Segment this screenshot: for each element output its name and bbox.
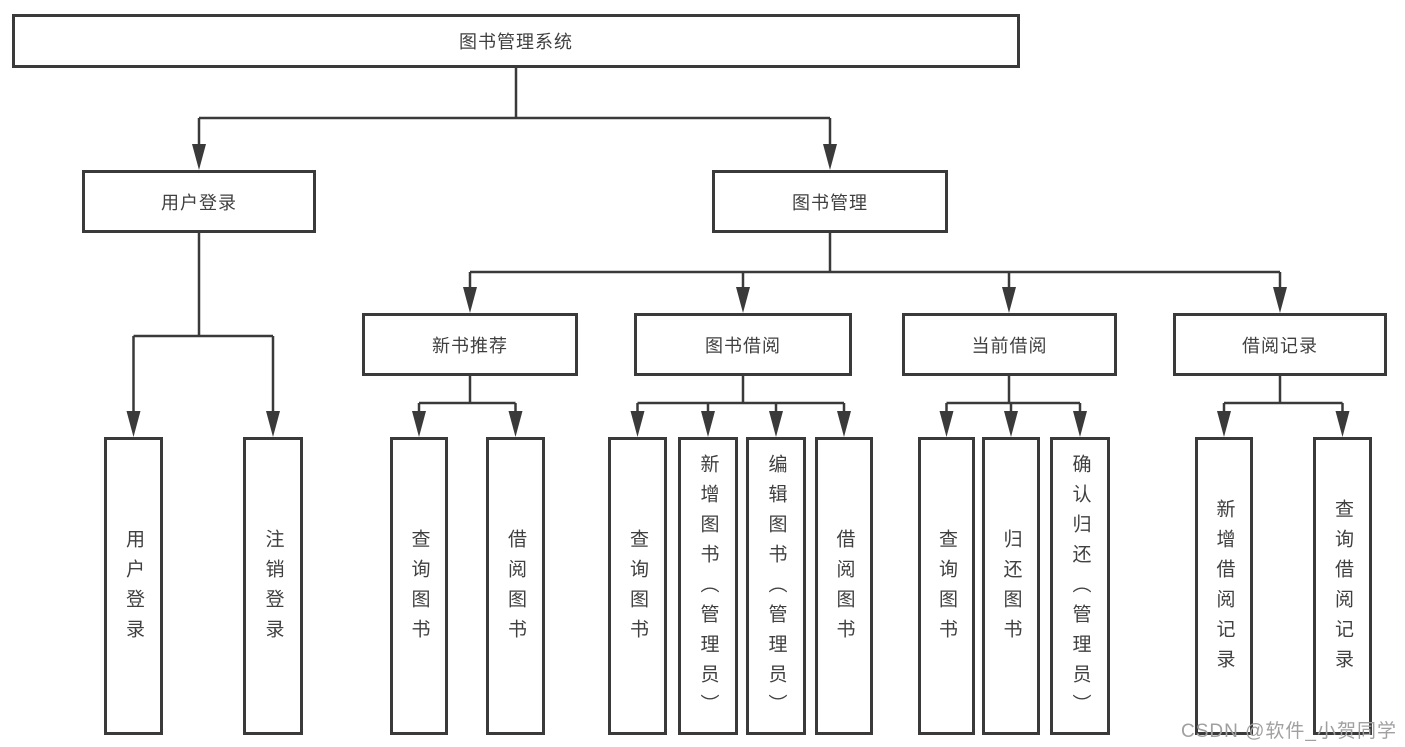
- node-label: 归还图书: [1000, 529, 1022, 649]
- leaf-query-books-current: 查询图书: [918, 437, 975, 735]
- node-label: 新增图书（管理员）: [697, 454, 719, 724]
- node-label: 新增借阅记录: [1213, 499, 1235, 679]
- node-label: 新书推荐: [432, 335, 508, 356]
- node-library-management-system: 图书管理系统: [12, 14, 1020, 68]
- leaf-add-borrowing-record: 新增借阅记录: [1195, 437, 1253, 735]
- node-label: 借阅记录: [1242, 335, 1318, 356]
- leaf-user-login: 用户登录: [104, 437, 163, 735]
- node-label: 查询图书: [936, 529, 957, 649]
- node-label: 当前借阅: [971, 335, 1048, 356]
- leaf-borrow-books: 借阅图书: [815, 437, 873, 735]
- arrowhead-icons: [126, 144, 1350, 437]
- node-label: 图书借阅: [705, 335, 781, 356]
- node-label: 借阅图书: [505, 529, 526, 649]
- node-label: 图书管理系统: [459, 32, 573, 52]
- node-new-book-recommendation: 新书推荐: [362, 313, 578, 376]
- csdn-watermark: CSDN @软件_小贺同学: [1181, 721, 1397, 742]
- leaf-query-books-recommend: 查询图书: [390, 437, 448, 735]
- node-label: 注销登录: [262, 529, 284, 649]
- leaf-edit-books-admin: 编辑图书（管理员）: [746, 437, 806, 735]
- node-book-management-module: 图书管理: [712, 170, 948, 233]
- leaf-query-borrowing-record: 查询借阅记录: [1313, 437, 1372, 735]
- leaf-add-books-admin: 新增图书（管理员）: [678, 437, 738, 735]
- leaf-return-books: 归还图书: [982, 437, 1040, 735]
- node-label: 查询图书: [627, 529, 648, 649]
- leaf-borrow-books-recommend: 借阅图书: [486, 437, 545, 735]
- node-user-login-module: 用户登录: [82, 170, 316, 233]
- node-label: 借阅图书: [833, 529, 855, 649]
- node-current-borrowing: 当前借阅: [902, 313, 1117, 376]
- node-label: 图书管理: [792, 192, 868, 213]
- leaf-confirm-return-admin: 确认归还（管理员）: [1050, 437, 1110, 735]
- node-label: 用户登录: [123, 529, 144, 649]
- leaf-logout: 注销登录: [243, 437, 303, 735]
- node-borrowing-records: 借阅记录: [1173, 313, 1387, 376]
- node-label: 确认归还（管理员）: [1069, 454, 1091, 724]
- node-label: 用户登录: [161, 192, 237, 213]
- leaf-query-books-borrowing: 查询图书: [608, 437, 667, 735]
- node-label: 编辑图书（管理员）: [765, 454, 787, 724]
- node-book-borrowing: 图书借阅: [634, 313, 852, 376]
- node-label: 查询借阅记录: [1332, 499, 1353, 679]
- node-label: 查询图书: [408, 529, 430, 649]
